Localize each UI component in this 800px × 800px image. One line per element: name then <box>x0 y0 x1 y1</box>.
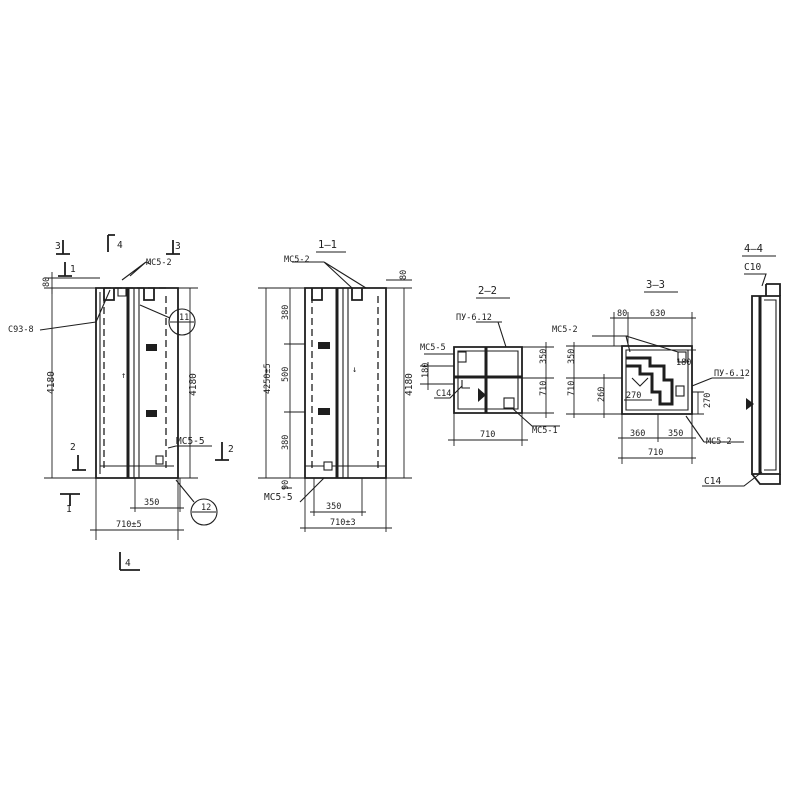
svg-text:80: 80 <box>617 309 627 319</box>
callout-11: 11 <box>139 304 196 336</box>
callout-12: 12 <box>175 479 218 526</box>
svg-text:4250±5: 4250±5 <box>263 363 273 394</box>
svg-text:710: 710 <box>480 430 495 440</box>
svg-text:710±5: 710±5 <box>116 520 142 530</box>
svg-text:380: 380 <box>281 305 291 320</box>
section-2-2-view: 2—2 ПУ-6.12 МС5-5 С14 МС5-1 180 350 710 … <box>420 285 560 446</box>
svg-text:3: 3 <box>55 241 61 252</box>
svg-text:90: 90 <box>281 480 291 490</box>
section-mark-4-top: 4 <box>107 234 123 252</box>
svg-text:270: 270 <box>626 391 641 401</box>
svg-text:710: 710 <box>567 381 577 396</box>
svg-text:4: 4 <box>117 240 123 251</box>
svg-text:180: 180 <box>676 358 691 368</box>
section-3-3-title: 3—3 <box>646 279 665 291</box>
label-mc5-1: МС5-1 <box>532 426 558 436</box>
section-4-4-title: 4—4 <box>744 243 763 255</box>
svg-text:4: 4 <box>125 558 131 569</box>
svg-text:3: 3 <box>175 241 181 252</box>
svg-text:350: 350 <box>539 349 549 364</box>
section-mark-2-right: 2 <box>215 442 234 461</box>
svg-text:12: 12 <box>201 503 211 513</box>
label-mc5-2: МС5-2 <box>146 258 172 268</box>
section-1-1-view: 1—1 ↓ МС5-2 МС5-5 4250±5 380 500 380 80 … <box>258 239 415 532</box>
label-mc5-2-bottom: МС5-2 <box>706 437 732 447</box>
svg-text:350: 350 <box>567 349 577 364</box>
svg-text:80: 80 <box>399 270 409 280</box>
front-elevation-view: 3 4 3 1 80 4180 <box>8 234 234 571</box>
section-mark-4-bottom: 4 <box>119 552 140 571</box>
section-mark-2-left: 2 <box>70 442 86 471</box>
svg-text:350: 350 <box>668 429 683 439</box>
svg-text:710±3: 710±3 <box>330 518 356 528</box>
section-mark-3-right: 3 <box>166 240 181 255</box>
label-c93-8: С93-8 <box>8 325 34 335</box>
svg-text:4180: 4180 <box>188 373 199 396</box>
label-mc5-5: МС5-5 <box>420 343 446 353</box>
section-mark-1-bottom: 1 <box>60 493 80 515</box>
section-4-4-view: 4—4 С10 С14 <box>702 243 781 487</box>
label-mc5-5: МС5-5 <box>264 492 293 503</box>
svg-text:630: 630 <box>650 309 665 319</box>
section-mark-3-left: 3 <box>55 240 70 255</box>
svg-text:4180: 4180 <box>404 373 415 396</box>
svg-text:710: 710 <box>539 381 549 396</box>
svg-text:350: 350 <box>326 502 341 512</box>
section-3-3-view: 3—3 80 630 МС5-2 ПУ-6.12 МС5-2 350 710 2… <box>552 279 750 464</box>
svg-text:2: 2 <box>70 442 76 453</box>
label-py-6-12: ПУ-6.12 <box>714 369 750 379</box>
svg-text:11: 11 <box>179 313 189 323</box>
section-mark-1: 1 <box>58 262 76 277</box>
svg-text:270: 270 <box>703 393 713 408</box>
svg-text:2: 2 <box>228 444 234 455</box>
svg-text:↓: ↓ <box>352 365 357 375</box>
svg-text:360: 360 <box>630 429 645 439</box>
label-c14: С14 <box>704 476 721 487</box>
section-1-1-title: 1—1 <box>318 239 337 251</box>
label-c14: С14 <box>436 389 451 399</box>
svg-text:500: 500 <box>281 367 291 382</box>
svg-text:350: 350 <box>144 498 159 508</box>
svg-text:80: 80 <box>42 277 52 287</box>
label-py-6-12: ПУ-6.12 <box>456 313 492 323</box>
label-mc5-2: МС5-2 <box>284 255 310 265</box>
svg-text:380: 380 <box>281 435 291 450</box>
label-mc5-2: МС5-2 <box>552 325 578 335</box>
svg-text:1: 1 <box>66 504 72 515</box>
svg-text:180: 180 <box>421 363 431 378</box>
svg-text:710: 710 <box>648 448 663 458</box>
label-c10: С10 <box>744 262 761 273</box>
svg-text:1: 1 <box>70 264 76 275</box>
arrow-mark: ↑ <box>121 371 126 381</box>
svg-text:260: 260 <box>597 387 607 402</box>
svg-text:4180: 4180 <box>46 371 57 394</box>
section-2-2-title: 2—2 <box>478 285 497 297</box>
